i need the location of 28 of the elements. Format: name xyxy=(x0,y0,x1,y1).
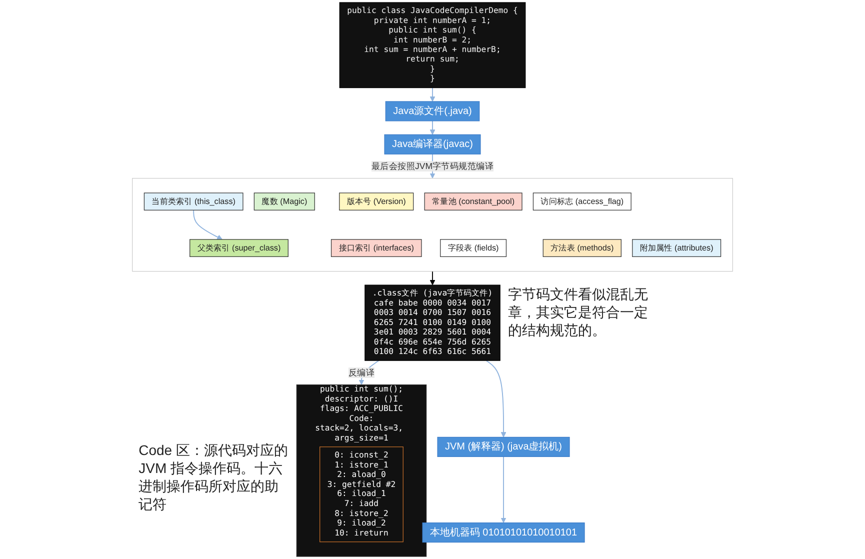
cluster xyxy=(132,178,733,272)
arrow xyxy=(486,360,506,438)
node-box: 魔数 (Magic) xyxy=(254,192,315,210)
node-box: 0: iconst_2 1: istore_1 2: aload_0 3: getfield #2 6: iload_1 7: iadd 8: istore_2 9: iload_2 10: ireturn xyxy=(320,446,404,542)
node-box: Java源文件(.java) xyxy=(385,101,480,122)
arrow xyxy=(430,120,436,135)
node-box: Java编译器(javac) xyxy=(384,134,481,154)
node-box: 版本号 (Version) xyxy=(339,192,414,210)
node-box: 常量池 (constant_pool) xyxy=(424,192,522,210)
arrow xyxy=(430,270,436,286)
node-box: .class文件 (java字节码文件) cafe babe 0000 0034 0017 0003 0014 0700 1507 0016 6265 7241 0100 0149 0100 3e01 0003 2829 5601 0004 0f4c 696e 654e 756d 6265 0100 124c 6f63 616c 5661 xyxy=(364,284,500,361)
edge-label: 最后会按照JVM字节码规范编译 xyxy=(371,160,494,171)
arrow xyxy=(430,87,436,102)
node-box: 父类索引 (super_class) xyxy=(190,239,288,257)
note-text: Code 区：源代码对应的JVM 指令操作码。十六进制操作码所对应的助记符 xyxy=(138,440,289,514)
node-box: 访问标志 (access_flag) xyxy=(532,192,632,210)
node-box: 附加属性 (attributes) xyxy=(632,239,722,257)
arrow xyxy=(193,210,222,240)
node-box: 本地机器码 01010101010010101 xyxy=(422,522,585,543)
edge-label: 反编译 xyxy=(348,367,375,378)
arrow xyxy=(500,456,506,524)
side-note: 字节码文件看似混乱无章，其实它是符合一定的结构规范的。 xyxy=(508,285,650,340)
node-box: 当前类索引 (this_class) xyxy=(144,192,244,210)
node-box: JVM (解释器) (java虚拟机) xyxy=(437,436,570,457)
node-box: public class JavaCodeCompilerDemo { private int numberA = 1; public int sum() { int numberB = 2; int sum = numberA + numberB; return sum; } } xyxy=(339,2,526,88)
node-box: 方法表 (methods) xyxy=(542,239,622,257)
node-box: 字段表 (fields) xyxy=(440,239,507,257)
node-box: 接口索引 (interfaces) xyxy=(330,239,422,257)
